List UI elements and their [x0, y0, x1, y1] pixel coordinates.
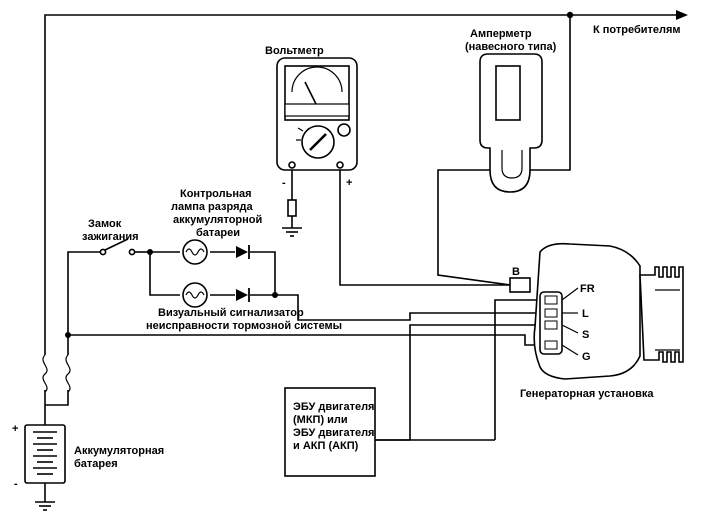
label-ignition-1: Замок	[88, 218, 122, 230]
label-brake-2: неисправности тормозной системы	[146, 320, 342, 332]
label-battery-plus: +	[12, 423, 18, 435]
label-ammeter-1: Амперметр	[470, 28, 532, 40]
voltmeter	[276, 57, 358, 171]
label-to-consumers: К потребителям	[593, 24, 681, 36]
label-battery-2: батарея	[74, 458, 118, 470]
label-lamp-1: Контрольная	[180, 188, 252, 200]
label-lamp-4: батареи	[196, 227, 240, 239]
ignition-switch	[99, 238, 136, 256]
label-term-g: G	[582, 351, 591, 363]
wire-ignition-in	[67, 251, 100, 335]
ecu-box	[284, 387, 376, 477]
wire-to-FR	[494, 299, 540, 440]
wire-to-S	[409, 324, 540, 440]
label-ecu-4: и АКП (АКП)	[293, 440, 359, 452]
wire-voltmeter-plus	[339, 170, 510, 286]
label-lamp-2: лампа разряда	[171, 201, 253, 213]
wire-lamp-rail	[149, 252, 180, 296]
label-term-b: B	[512, 266, 520, 278]
terminal-b	[509, 277, 531, 293]
ammeter	[479, 53, 543, 193]
label-ecu-1: ЭБУ двигателя	[293, 401, 374, 413]
lamp-brake	[182, 282, 208, 308]
label-ignition-2: зажигания	[82, 231, 139, 243]
label-ecu-2: (МКП) или	[293, 414, 348, 426]
label-volt-plus: +	[346, 177, 352, 189]
wire-fuse2-bottom	[45, 390, 69, 406]
label-generator: Генераторная установка	[520, 388, 654, 400]
wire-to-G	[68, 334, 540, 346]
label-brake-1: Визуальный сигнализатор	[158, 307, 304, 319]
diode-brake	[236, 288, 250, 302]
wire-to-L	[250, 294, 540, 321]
generator	[509, 242, 684, 380]
label-term-fr: FR	[580, 283, 595, 295]
fuse-1	[42, 354, 48, 393]
battery	[24, 424, 66, 511]
diode-battery	[236, 245, 250, 259]
arrow-to-consumers	[676, 10, 688, 20]
voltmeter-ground	[282, 199, 302, 237]
label-battery-1: Аккумуляторная	[74, 445, 164, 457]
label-ecu-3: ЭБУ двигателя	[293, 427, 374, 439]
junction-lamp2	[272, 292, 278, 298]
wire-top-bus	[44, 14, 680, 355]
label-lamp-3: аккумуляторной	[173, 214, 262, 226]
label-term-s: S	[582, 329, 589, 341]
label-ammeter-2: (навесного типа)	[465, 41, 557, 53]
wire-ammeter-branch	[437, 15, 571, 286]
label-term-l: L	[582, 308, 589, 320]
lamp-battery	[182, 239, 208, 265]
label-volt-minus: -	[282, 177, 286, 189]
label-voltmeter: Вольтметр	[265, 45, 324, 57]
wire-lamp1-right	[250, 251, 276, 295]
fuse-2	[65, 354, 71, 393]
label-battery-minus: -	[14, 478, 18, 490]
wires	[44, 10, 688, 441]
